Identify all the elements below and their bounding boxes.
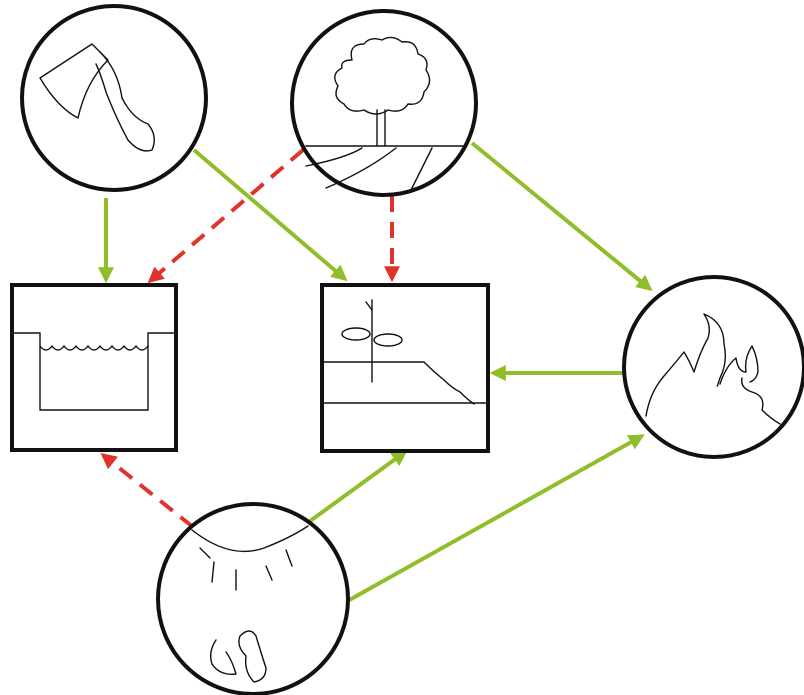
edges-layer (98, 141, 653, 605)
node-fire (622, 275, 804, 459)
node-land (320, 283, 490, 453)
flame-icon (645, 313, 781, 425)
edge-axe-to-land (192, 148, 348, 282)
axe-icon (39, 43, 155, 152)
edge-tree-to-fire (470, 141, 653, 292)
water-reservoir-icon (11, 332, 177, 411)
edge-planet-to-land (304, 450, 408, 526)
edge-tree-to-water (147, 148, 305, 284)
edge-planet-to-fire (343, 434, 645, 605)
globe-plant-icon (191, 525, 309, 683)
eroded-land-icon (321, 299, 489, 405)
node-water (10, 283, 178, 452)
edge-planet-to-water (100, 453, 195, 529)
node-axe (20, 4, 208, 192)
tree-field-icon (305, 36, 465, 193)
node-planet (156, 502, 350, 695)
node-tree (290, 9, 478, 197)
